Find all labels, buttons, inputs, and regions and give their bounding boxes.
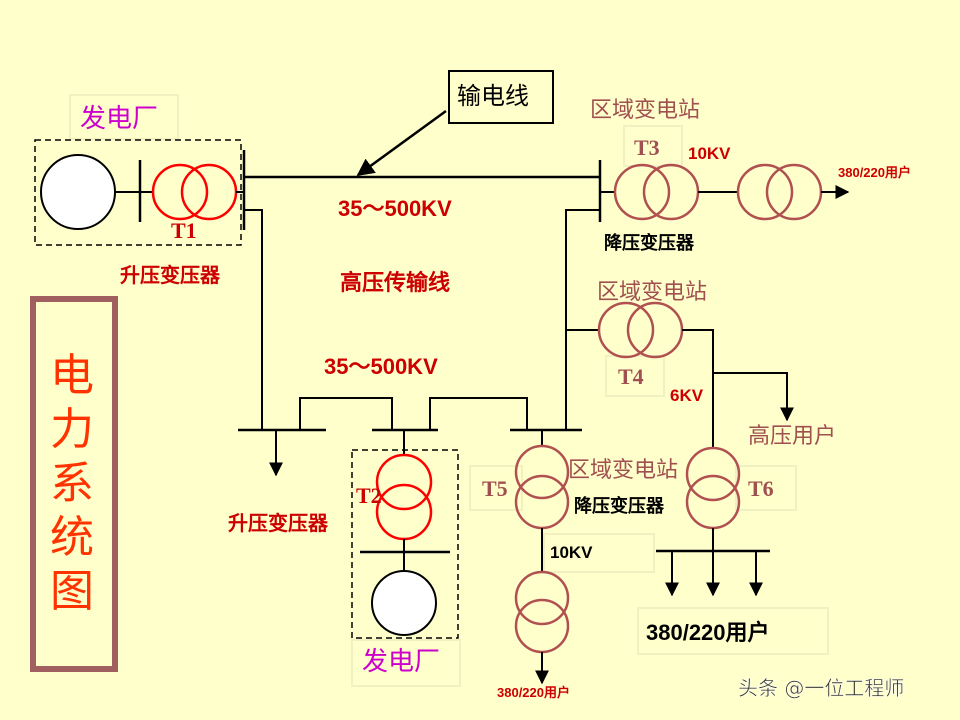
label-region-station-1: 区域变电站 [590, 98, 700, 123]
label-t1: T1 [171, 218, 197, 243]
label-step-up-2: 升压变压器 [228, 511, 329, 535]
transformer-t5-secondary [514, 570, 570, 654]
callout-box [448, 70, 554, 124]
label-hv-line: 高压传输线 [340, 270, 450, 296]
label-t3: T3 [634, 135, 660, 160]
generator-top [40, 154, 116, 230]
label-user-bottom-center: 380/220用户 [497, 685, 570, 700]
title-char-2: 力 [50, 404, 94, 455]
label-step-down-1: 降压变压器 [604, 232, 695, 254]
callout-arrow [356, 109, 447, 177]
transformer-t3-secondary [736, 163, 823, 221]
plant-label-box-top [69, 94, 179, 140]
transformer-t6 [685, 446, 741, 530]
label-gen-plant-top: 发电厂 [80, 104, 158, 134]
label-t2: T2 [356, 483, 382, 508]
transformer-t2 [375, 453, 433, 541]
generator-bottom [371, 570, 437, 636]
label-callout: 输电线 [457, 82, 529, 110]
kv10-label-box [543, 533, 655, 573]
title-char-5: 图 [50, 566, 94, 617]
transformer-t1 [151, 163, 238, 221]
label-kv10-bottom: 10KV [550, 543, 593, 562]
label-kv10-top: 10KV [688, 144, 731, 163]
label-region-station-3: 区域变电站 [568, 458, 678, 483]
user-label-box-right [637, 607, 829, 655]
label-step-down-2: 降压变压器 [574, 495, 665, 517]
hv-user-arrow [713, 372, 794, 422]
transformer-t5 [514, 444, 570, 530]
title-char-3: 系 [50, 458, 94, 509]
label-kv6: 6KV [670, 386, 704, 405]
label-t6: T6 [748, 476, 774, 501]
label-user-bottom-right: 380/220用户 [646, 620, 770, 645]
transformer-t4 [597, 301, 684, 359]
label-hv-user: 高压用户 [748, 424, 836, 449]
title-char-4: 统 [50, 512, 94, 563]
transformer-t3 [613, 163, 700, 221]
label-step-up-1: 升压变压器 [120, 263, 221, 287]
label-t4: T4 [618, 364, 644, 389]
plant-label-box-bottom [351, 639, 461, 687]
watermark: 头条 @一位工程师 [738, 676, 904, 700]
label-voltage-top: 35～500KV [338, 196, 452, 221]
title-char-1: 电 [50, 350, 94, 401]
plant-frame-top [34, 139, 242, 246]
label-voltage-mid: 35～500KV [324, 354, 438, 379]
label-user-top-right: 380/220用户 [838, 165, 911, 180]
label-t5: T5 [482, 476, 508, 501]
label-region-station-2: 区域变电站 [597, 280, 707, 305]
title-box [30, 296, 118, 672]
label-gen-plant-bottom: 发电厂 [362, 647, 440, 677]
